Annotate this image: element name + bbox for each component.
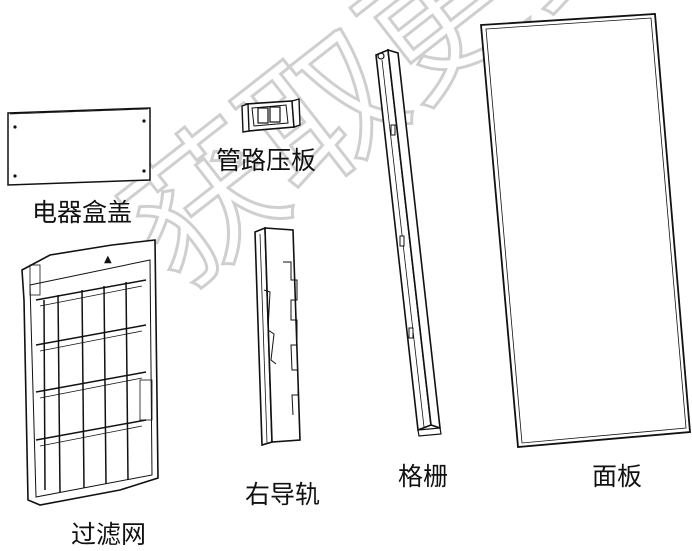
- front-panel-label: 面板: [592, 462, 643, 491]
- air-filter-label: 过滤网: [71, 520, 147, 549]
- pipe-pressure-plate-label: 管路压板: [216, 146, 317, 175]
- electric-box-cover-label: 电器盒盖: [32, 198, 133, 227]
- svg-text:▲: ▲: [104, 254, 112, 265]
- right-guide-rail-label: 右导轨: [245, 480, 321, 509]
- grille-label: 格栅: [398, 462, 449, 491]
